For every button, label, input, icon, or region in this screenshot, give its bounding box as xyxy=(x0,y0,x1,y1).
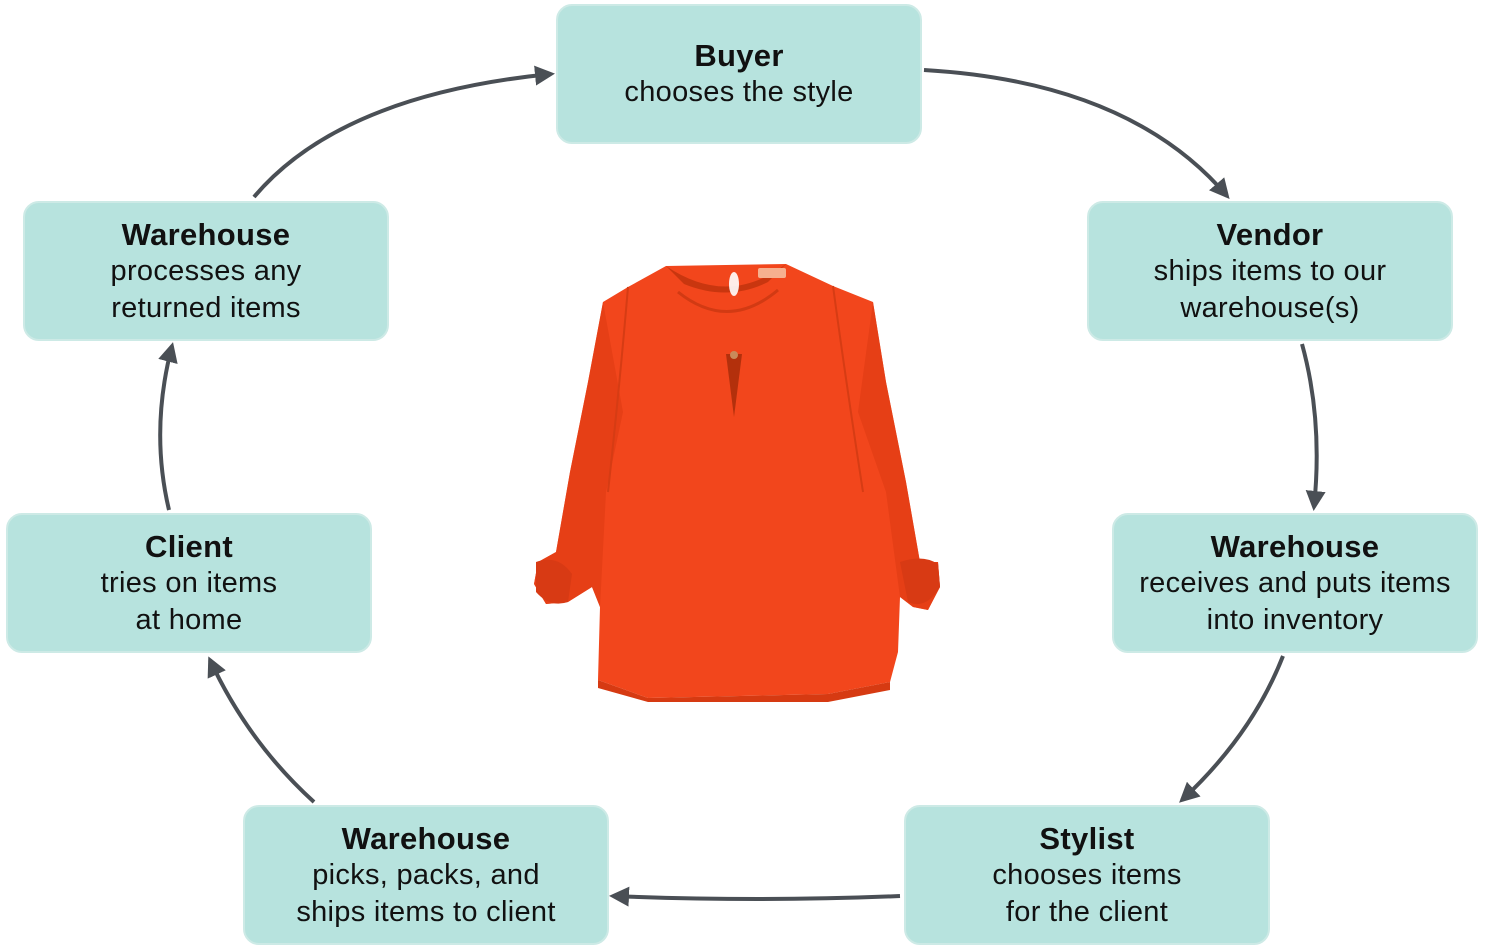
node-title: Warehouse xyxy=(1210,528,1380,564)
node-title: Warehouse xyxy=(341,820,511,856)
blouse-gathers xyxy=(677,288,779,313)
blouse-left-seam xyxy=(607,286,629,493)
blouse-label-tag xyxy=(758,268,786,278)
node-title: Client xyxy=(145,528,233,564)
node-buyer: Buyer chooses the style xyxy=(556,4,922,144)
arrow-client-to-warehouse-return xyxy=(158,342,178,511)
node-client: Client tries on items at home xyxy=(6,513,372,653)
node-vendor: Vendor ships items to our warehouse(s) xyxy=(1087,201,1453,341)
blouse-neckline xyxy=(666,264,786,293)
node-title: Stylist xyxy=(1039,820,1135,856)
node-desc-line: at home xyxy=(135,603,243,636)
blouse-right-cuff xyxy=(900,558,940,605)
node-desc-line: into inventory xyxy=(1206,603,1384,636)
arrow-buyer-to-vendor xyxy=(923,68,1230,200)
node-warehouse-return: Warehouse processes any returned items xyxy=(23,201,389,341)
node-stylist: Stylist chooses items for the client xyxy=(904,805,1270,945)
node-desc-line: chooses the style xyxy=(624,76,854,108)
arrow-warehouse-pick-to-client xyxy=(207,656,316,804)
node-desc-line: picks, packs, and xyxy=(312,858,540,891)
node-warehouse-pick: Warehouse picks, packs, and ships items … xyxy=(243,805,609,945)
blouse-right-seam xyxy=(832,285,864,493)
node-title: Warehouse xyxy=(121,216,291,252)
arrow-stylist-to-warehouse-pick xyxy=(609,886,901,907)
arrow-vendor-to-warehouse-receive xyxy=(1300,343,1326,511)
blouse-button xyxy=(730,351,738,359)
node-desc-line: for the client xyxy=(1005,895,1169,928)
node-desc-line: tries on items xyxy=(100,566,278,599)
orange-blouse-image xyxy=(534,264,940,702)
node-desc-line: receives and puts items xyxy=(1139,566,1451,599)
blouse-left-cuff xyxy=(536,559,572,604)
node-warehouse-receive: Warehouse receives and puts items into i… xyxy=(1112,513,1478,653)
blouse-hem xyxy=(598,680,890,702)
blouse-right-sleeve-shade xyxy=(858,302,940,610)
node-desc-line: processes any xyxy=(110,254,302,287)
node-desc-line: chooses items xyxy=(992,858,1182,891)
arrow-warehouse-return-to-buyer xyxy=(252,65,555,199)
node-desc-line: ships items to client xyxy=(296,895,556,928)
blouse-left-sleeve-shade xyxy=(534,302,623,607)
node-title: Buyer xyxy=(694,38,784,73)
node-desc-line: returned items xyxy=(111,291,301,324)
node-title: Vendor xyxy=(1216,216,1324,252)
arrow-warehouse-receive-to-stylist xyxy=(1179,655,1285,803)
blouse-keyhole xyxy=(729,272,739,296)
node-desc-line: ships items to our xyxy=(1153,254,1387,287)
node-desc-line: warehouse(s) xyxy=(1180,291,1360,324)
blouse-body xyxy=(534,264,940,698)
blouse-v-slit xyxy=(726,354,742,417)
